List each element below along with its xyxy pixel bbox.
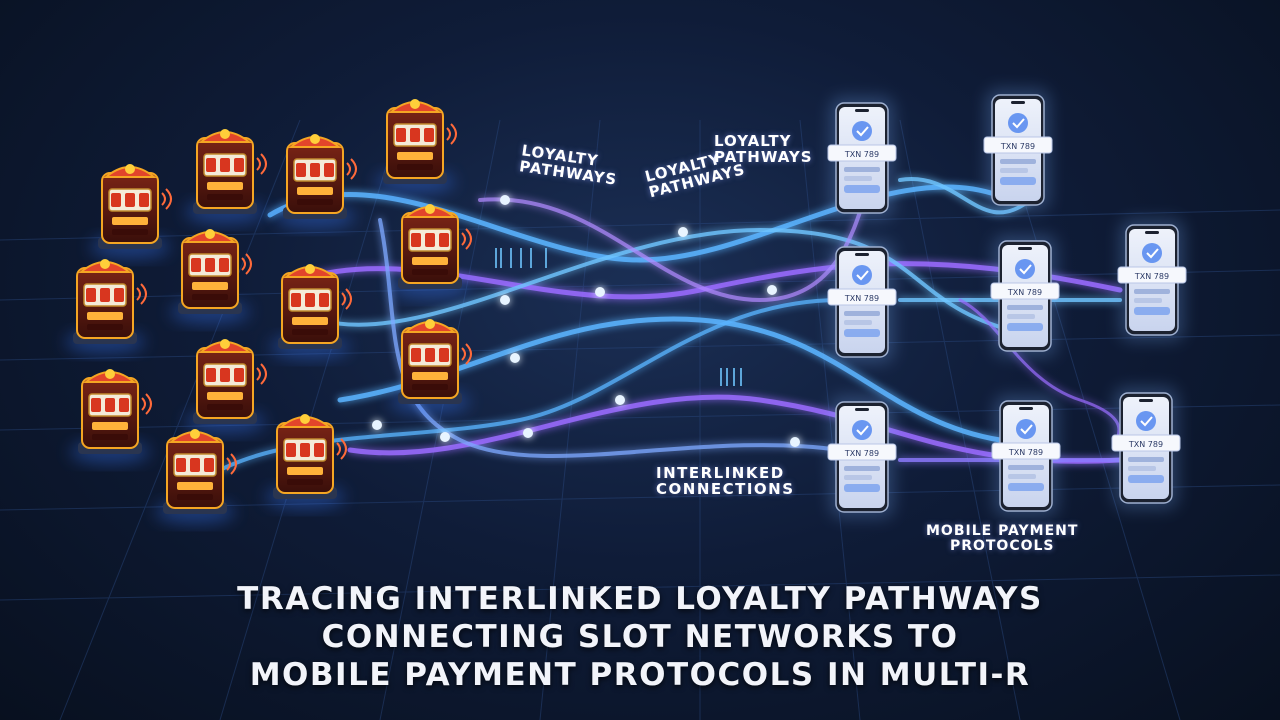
transaction-text: TXN 789 — [1128, 440, 1163, 449]
transaction-text: TXN 789 — [1134, 272, 1169, 281]
mobile-phone: TXN 789 — [1111, 387, 1181, 509]
headline-line-1: TRACING INTERLINKED LOYALTY PATHWAYS — [237, 581, 1043, 617]
label-line: PATHWAYS — [714, 147, 813, 166]
slot-machine — [90, 164, 172, 259]
data-readout-marks — [495, 248, 742, 386]
slot-machine — [185, 129, 267, 224]
transaction-text: TXN 789 — [844, 449, 879, 458]
mobile-phone: TXN 789 — [827, 97, 897, 219]
mobile-phone: TXN 789 — [991, 395, 1061, 517]
slot-machine — [390, 204, 472, 299]
label-line: INTERLINKED — [656, 464, 785, 482]
slot-machine — [70, 369, 152, 464]
slot-machine — [265, 414, 347, 509]
slot-machine — [375, 99, 457, 194]
transaction-text: TXN 789 — [1007, 288, 1042, 297]
slot-machine — [185, 339, 267, 434]
slot-machine-network — [65, 99, 472, 524]
mobile-phone: TXN 789 — [827, 396, 897, 518]
slot-machine — [390, 319, 472, 414]
mobile-phone: TXN 789 — [827, 241, 897, 363]
mobile-phone: TXN 789 — [983, 89, 1053, 211]
transaction-text: TXN 789 — [1000, 142, 1035, 151]
label-line: MOBILE PAYMENT — [926, 523, 1079, 539]
interlinked-connections-label: INTERLINKED CONNECTIONS — [656, 464, 795, 498]
pathway-nodes — [372, 195, 800, 447]
transaction-text: TXN 789 — [844, 150, 879, 159]
label-line: PROTOCOLS — [949, 537, 1055, 554]
mobile-phone: TXN 789 — [990, 235, 1060, 357]
transaction-text: TXN 789 — [1008, 448, 1043, 457]
label-line: LOYALTY — [714, 132, 792, 150]
headline-line-2: CONNECTING SLOT NETWORKS TO — [321, 619, 959, 655]
headline-line-3: MOBILE PAYMENT PROTOCOLS IN MULTI-R — [249, 657, 1031, 693]
slot-machine — [65, 259, 147, 354]
transaction-text: TXN 789 — [844, 294, 879, 303]
loyalty-pathways-label-3: LOYALTY PATHWAYS — [714, 132, 813, 166]
label-line: CONNECTIONS — [656, 479, 795, 498]
mobile-payment-protocols-label: MOBILE PAYMENT PROTOCOLS — [926, 524, 1078, 553]
slot-machine — [170, 229, 252, 324]
mobile-phone: TXN 789 — [1117, 219, 1187, 341]
slot-machine — [270, 264, 352, 359]
headline-title: TRACING INTERLINKED LOYALTY PATHWAYS CON… — [140, 580, 1140, 694]
slot-machine — [155, 429, 237, 524]
slot-machine — [275, 134, 357, 229]
